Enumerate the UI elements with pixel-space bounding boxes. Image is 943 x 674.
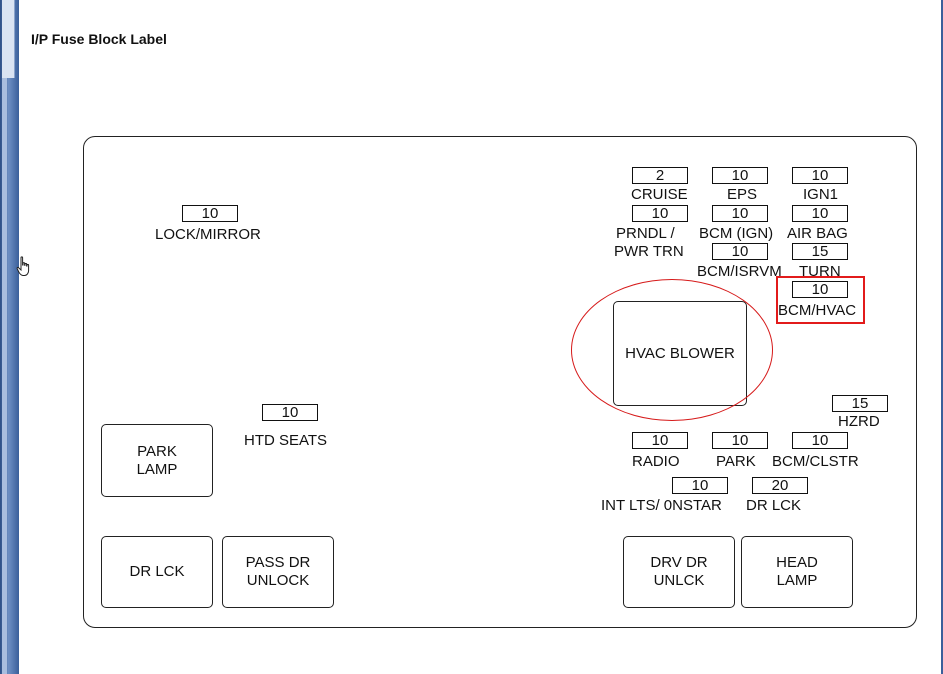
relay-park-lamp: PARK LAMP — [101, 424, 213, 497]
fuse-park-rating: 10 — [712, 432, 768, 449]
fuse-dr-lck-rating: 20 — [752, 477, 808, 494]
fuse-eps-label: EPS — [727, 186, 758, 203]
highlight-box-bcm-hvac — [776, 276, 865, 324]
fuse-bcm-clstr-label: BCM/CLSTR — [772, 453, 859, 470]
fuse-dr-lck-label: DR LCK — [746, 497, 802, 514]
fuse-air-bag-label: AIR BAG — [787, 225, 848, 242]
highlight-circle-hvac-blower — [571, 279, 773, 421]
fuse-int-lts-rating: 10 — [672, 477, 728, 494]
fuse-htd-seats-label: HTD SEATS — [244, 432, 328, 449]
fuse-prndl-rating: 10 — [632, 205, 688, 222]
fuse-turn-rating: 15 — [792, 243, 848, 260]
fuse-ign1-label: IGN1 — [803, 186, 839, 203]
page-title: I/P Fuse Block Label — [31, 31, 167, 47]
fuse-cruise-rating: 2 — [632, 167, 688, 184]
fuse-bcm-isrvm-rating: 10 — [712, 243, 768, 260]
fuse-park-label: PARK — [716, 453, 756, 470]
fuse-radio-rating: 10 — [632, 432, 688, 449]
fuse-air-bag-rating: 10 — [792, 205, 848, 222]
fuse-bcm-isrvm-label: BCM/ISRVM — [697, 263, 782, 280]
hand-pointer-icon — [16, 256, 30, 276]
fuse-bcm-ign-label: BCM (IGN) — [699, 225, 774, 242]
relay-pass-dr-unlock: PASS DR UNLOCK — [222, 536, 334, 608]
relay-dr-lck: DR LCK — [101, 536, 213, 608]
fuse-prndl-label-line2: PWR TRN — [614, 243, 684, 260]
scrollbar-thumb[interactable] — [2, 0, 15, 78]
fuse-bcm-hvac-label: BCM/HVAC — [778, 302, 857, 319]
fuse-hzrd-rating: 15 — [832, 395, 888, 412]
fuse-cruise-label: CRUISE — [631, 186, 688, 203]
fuse-bcm-clstr-rating: 10 — [792, 432, 848, 449]
fuse-hzrd-label: HZRD — [838, 413, 880, 430]
fuse-eps-rating: 10 — [712, 167, 768, 184]
fuse-prndl-label-line1: PRNDL / — [616, 225, 675, 242]
fuse-bcm-ign-rating: 10 — [712, 205, 768, 222]
fuse-turn-label: TURN — [799, 263, 841, 280]
relay-head-lamp: HEAD LAMP — [741, 536, 853, 608]
window-left-edge — [0, 0, 19, 674]
fuse-radio-label: RADIO — [632, 453, 680, 470]
fuse-lock-mirror-rating: 10 — [182, 205, 238, 222]
fuse-bcm-hvac-rating: 10 — [792, 281, 848, 298]
fuse-htd-seats-rating: 10 — [262, 404, 318, 421]
fuse-block-outline — [83, 136, 917, 628]
window-right-edge — [941, 0, 943, 674]
fuse-lock-mirror-label: LOCK/MIRROR — [155, 226, 261, 243]
fuse-int-lts-label: INT LTS/ 0NSTAR — [601, 497, 722, 514]
fuse-ign1-rating: 10 — [792, 167, 848, 184]
relay-drv-dr-unlck: DRV DR UNLCK — [623, 536, 735, 608]
left-edge-highlight — [2, 0, 7, 674]
